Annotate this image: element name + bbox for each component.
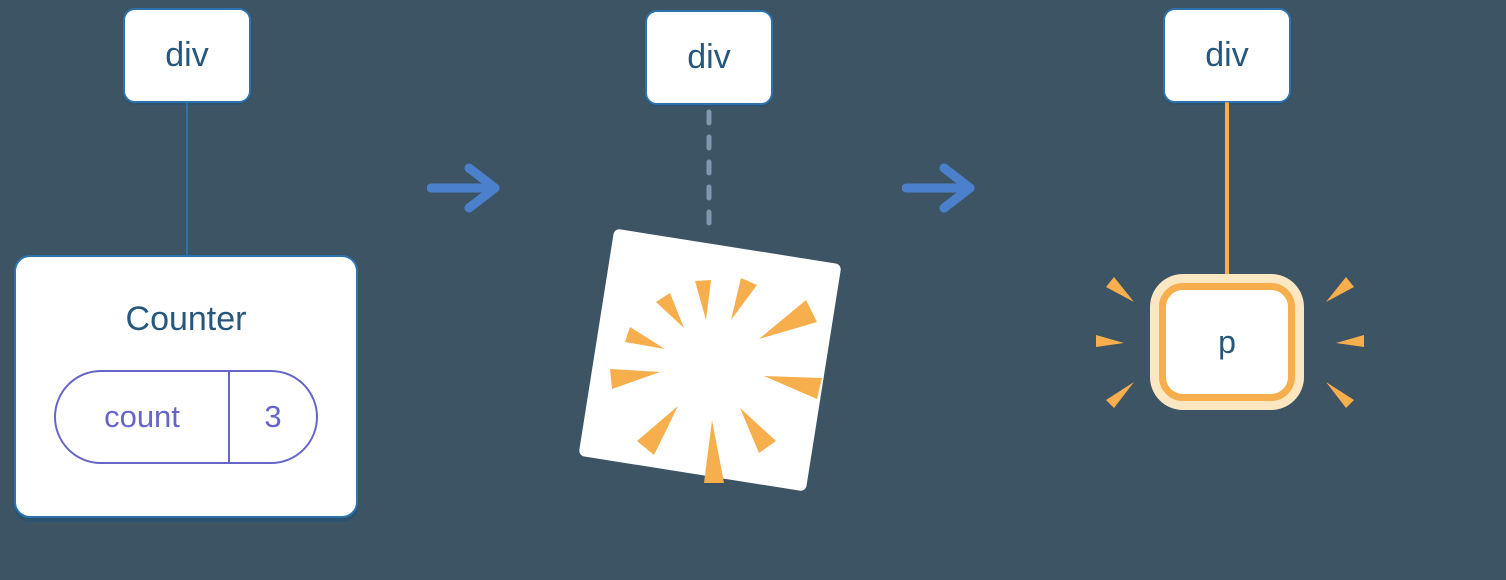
div-node-before: div xyxy=(123,8,251,103)
state-pill: count 3 xyxy=(54,370,318,465)
div-node-during: div xyxy=(645,10,773,105)
div-node-label: div xyxy=(165,36,209,74)
state-value: 3 xyxy=(264,399,282,435)
sparkle-icon xyxy=(1096,277,1364,408)
counter-component-card: Counter count 3 xyxy=(14,255,358,518)
pill-divider xyxy=(228,372,230,463)
div-node-label: div xyxy=(687,38,731,76)
tree-edge xyxy=(186,102,188,256)
tree-edge-new xyxy=(1225,102,1229,278)
right-arrow-icon xyxy=(902,163,975,213)
component-name: Counter xyxy=(125,300,247,338)
dashed-edge xyxy=(706,109,712,231)
div-node-label: div xyxy=(1205,36,1249,74)
poof-burst-icon xyxy=(579,229,841,491)
state-key: count xyxy=(104,399,180,435)
p-node: p xyxy=(1159,283,1295,401)
p-node-label: p xyxy=(1218,323,1236,360)
right-arrow-icon xyxy=(427,163,500,213)
div-node-after: div xyxy=(1163,8,1291,103)
